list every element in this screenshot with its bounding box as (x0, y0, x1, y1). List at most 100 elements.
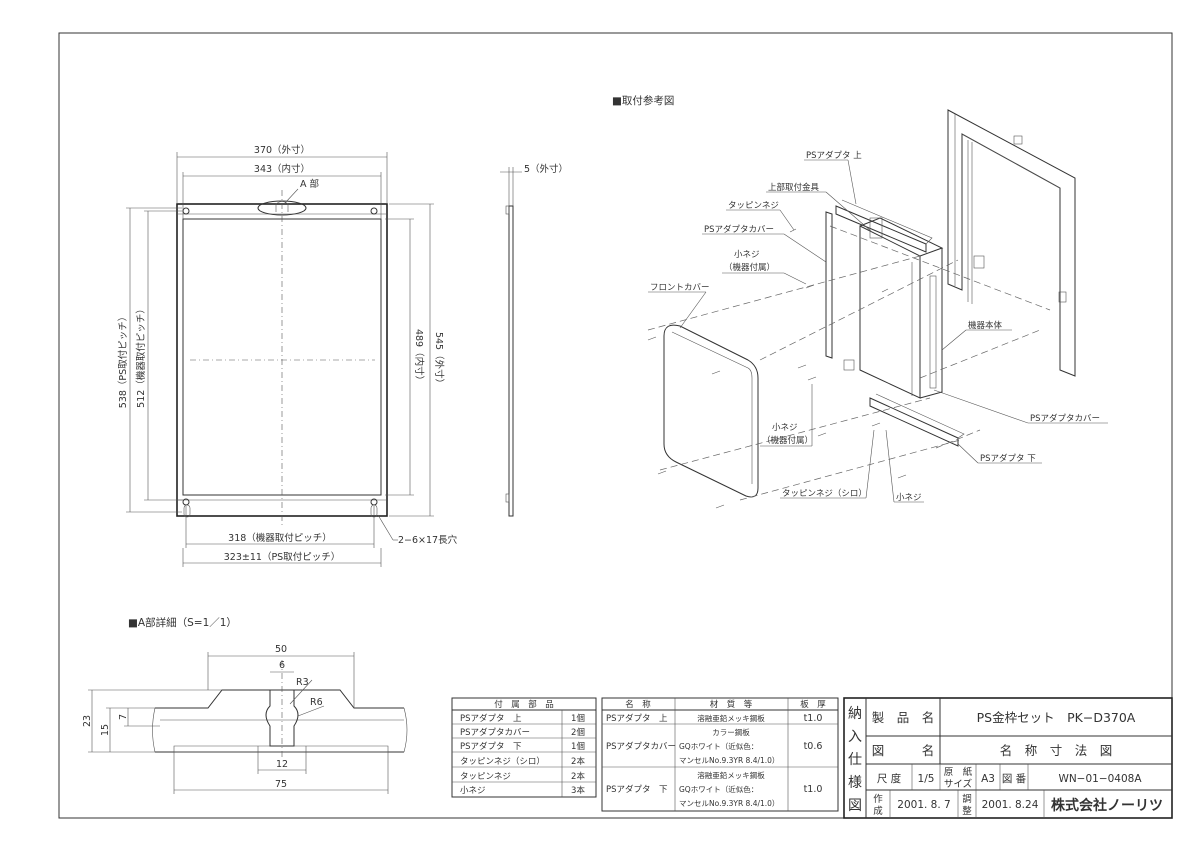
parts-row-qty: 3本 (571, 785, 585, 796)
slot-note: 2−6×17長穴 (398, 534, 458, 546)
dim-device-pitch-h: 318（機器取付ピッチ） (228, 532, 332, 544)
scale-value: 1/5 (918, 773, 935, 785)
parts-row-name: PSアダプタ 下 (460, 741, 522, 752)
unit-body (859, 225, 921, 399)
mat-row-material: マンセルNo.9.3YR 8.4/1.0） (679, 799, 779, 808)
side-profile (508, 205, 514, 517)
title-vertical: 入 (848, 729, 862, 745)
mat-row-thickness: t0.6 (804, 741, 823, 752)
dim-15: 15 (100, 724, 111, 736)
title-vertical: 仕 (848, 752, 862, 768)
product-value: PS金枠セット PK−D370A (977, 710, 1136, 725)
sheet-border (58, 32, 1173, 819)
mat-row-material: 溶融亜鉛メッキ鋼板 (697, 770, 765, 780)
title-vertical: 納 (848, 706, 862, 722)
dim-7: 7 (118, 714, 129, 720)
paper-label: 原 紙 (944, 766, 973, 778)
parts-row-qty: 2本 (571, 771, 585, 782)
dim-inner-height: 489（内寸） (413, 329, 425, 385)
part-a-label: A 部 (300, 178, 319, 190)
checked-label: 整 (962, 805, 972, 817)
install-view: ■取付参考図 (612, 94, 1108, 509)
dim-device-pitch-v: 512（機器取付ピッチ） (135, 304, 147, 408)
title-block: 納 入 仕 様 図 製 品 名 PS金枠セット PK−D370A 図 名 名 称… (843, 697, 1173, 819)
parts-row-name: タッピンネジ（シロ） (460, 756, 545, 767)
part-a-keyhole (257, 200, 307, 216)
label-small-screw-1: 小ネジ (734, 249, 760, 260)
side-view: 5（外寸） (500, 163, 568, 517)
number-value: WN−01−0408A (1058, 773, 1142, 785)
mat-row-material: GQホワイト（近似色： (679, 741, 758, 751)
dim-6: 6 (279, 660, 285, 671)
label-tapping-screw-shiro: タッピンネジ（シロ） (782, 488, 867, 499)
parts-row-qty: 2本 (571, 756, 585, 767)
parts-row-name: PSアダプタカバー (460, 727, 530, 738)
title-vertical: 図 (848, 798, 862, 814)
ps-adapter-top (835, 205, 927, 253)
dim-outer-width: 370（外寸） (254, 144, 310, 156)
label-tapping-screw: タッピンネジ (728, 201, 779, 211)
mat-row-material: カラー鋼板 (712, 727, 750, 737)
parts-row-name: 小ネジ (460, 785, 486, 796)
parts-row-name: タッピンネジ (460, 772, 511, 782)
drawing-value: 名 称 寸 法 図 (1000, 743, 1113, 758)
mat-row-thickness: t1.0 (804, 713, 823, 724)
detail-a: ■A部詳細（S=1／1） 50 6 R3 R6 23 15 7 (82, 616, 408, 794)
parts-row-qty: 2個 (571, 727, 585, 738)
checked-label: 調 (962, 793, 972, 805)
mat-row-name: PSアダプタカバー (606, 741, 676, 752)
label-ps-adapter-cover: PSアダプタカバー (704, 224, 774, 235)
product-label: 製 品 名 (872, 710, 935, 725)
parts-table: 付 属 部 品 PSアダプタ 上 1個 PSアダプタカバー 2個 PSアダプタ … (451, 697, 597, 798)
dim-12: 12 (276, 759, 288, 770)
label-unit-body: 機器本体 (968, 320, 1003, 331)
mat-row-name: PSアダプタ 上 (606, 713, 668, 724)
label-small-screw-2: 小ネジ (772, 422, 798, 433)
mat-header-material: 材 質 等 (710, 699, 753, 710)
dim-50: 50 (275, 644, 287, 655)
parts-row-qty: 1個 (571, 713, 585, 724)
number-label: 図 番 (1002, 773, 1027, 785)
install-heading: ■取付参考図 (612, 94, 674, 107)
scale-label: 尺 度 (877, 772, 902, 785)
wall-opening (947, 109, 1076, 377)
title-vertical: 様 (848, 775, 862, 791)
front-view: 370（外寸） 343（内寸） A 部 538（PS取付ピッチ） 512（機器取… (117, 144, 458, 567)
label-ps-adapter-cover-2: PSアダプタカバー (1030, 413, 1100, 424)
mount-hole (370, 207, 378, 215)
mat-row-name: PSアダプタ 下 (606, 784, 668, 795)
dim-23: 23 (82, 715, 93, 727)
dim-r6: R6 (310, 697, 323, 708)
label-ps-adapter-top: PSアダプタ 上 (806, 150, 862, 161)
dim-ps-pitch-v: 538（PS取付ピッチ） (117, 312, 129, 408)
label-small-screw-3: 小ネジ (896, 492, 922, 503)
parts-row-qty: 1個 (571, 741, 585, 752)
mat-row-material: マンセルNo.9.3YR 8.4/1.0） (679, 756, 779, 765)
mat-header-name: 名 称 (625, 699, 651, 710)
made-value: 2001. 8. 7 (897, 799, 950, 811)
checked-value: 2001. 8.24 (982, 799, 1039, 811)
mat-row-material: GQホワイト（近似色： (679, 784, 758, 794)
detail-keyhole (265, 690, 299, 747)
paper-label: サイズ (944, 778, 973, 790)
dim-depth: 5（外寸） (524, 163, 568, 175)
parts-header: 付 属 部 品 (494, 699, 554, 710)
detail-heading: ■A部詳細（S=1／1） (128, 616, 237, 629)
label-small-screw-1-note: （機器付属） (724, 262, 775, 273)
materials-table: 名 称 材 質 等 板 厚 PSアダプタ 上 溶融亜鉛メッキ鋼板 t1.0 PS… (601, 697, 839, 812)
made-label: 成 (873, 805, 883, 817)
dim-outer-height: 545（外寸） (433, 332, 445, 388)
mat-header-thickness: 板 厚 (800, 699, 826, 710)
dim-r3: R3 (296, 677, 309, 688)
mat-row-material: 溶融亜鉛メッキ鋼板 (697, 713, 765, 723)
ps-adapter-cover (825, 211, 833, 359)
dim-ps-pitch-h: 323±11（PS取付ピッチ） (224, 551, 340, 563)
mat-row-thickness: t1.0 (804, 784, 823, 795)
dim-inner-width: 343（内寸） (254, 163, 310, 175)
parts-row-name: PSアダプタ 上 (460, 713, 522, 724)
ps-adapter-bottom (869, 397, 959, 447)
company-name: 株式会社ノーリツ (1051, 797, 1163, 814)
label-small-screw-2-note: （機器付属） (762, 435, 813, 446)
paper-value: A3 (981, 773, 995, 785)
